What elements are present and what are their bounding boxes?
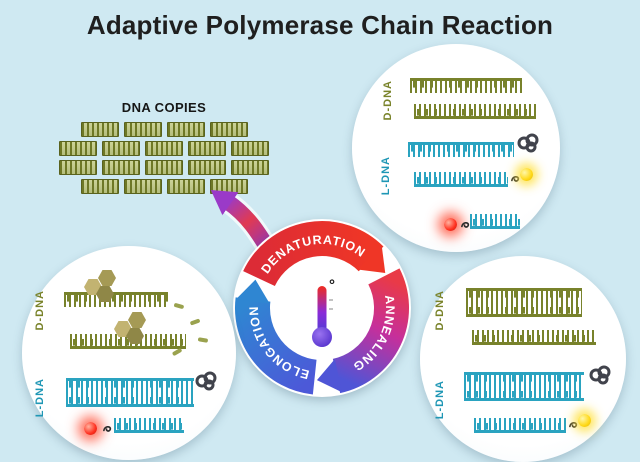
dna-copy-chip [209,179,248,194]
bubble-denaturation-state: D-DNA L-DNA [352,44,560,252]
dna-copy-chip [102,141,140,156]
l-dna-strand [470,214,520,229]
fluorophore-red-icon [444,218,457,231]
d-dna-strand [414,104,536,119]
dna-copies-row [59,141,269,156]
dna-copies-row [80,179,248,194]
thermometer-icon: ° [312,277,335,347]
d-dna-label: D-DNA [34,290,46,331]
dna-copy-chip [145,141,183,156]
l-dna-label: L-DNA [434,380,446,420]
free-nucleotide-icon [189,318,201,326]
dna-copies-block: DNA COPIES [55,100,273,194]
quencher-curl-icon [510,170,521,182]
d-dna-label: D-DNA [382,80,394,121]
dna-copy-chip [102,160,140,175]
l-dna-strand [114,418,184,433]
quencher-curl-icon [568,416,579,428]
quencher-curl-icon [460,216,471,228]
dna-copies-label: DNA COPIES [121,100,207,115]
dna-copy-chip [145,160,183,175]
fluorophore-yellow-icon [520,168,533,181]
dna-copies-grid [55,122,273,194]
denaturation-arc [243,221,386,287]
monomer-hexagon-icon [114,312,156,348]
dna-copy-chip [123,179,162,194]
dna-copy-chip [188,160,226,175]
l-dna-strand [66,392,194,407]
d-dna-strand [466,302,582,317]
dna-copies-row [80,122,248,137]
d-dna-strand [466,288,582,303]
dna-copy-chip [59,141,97,156]
d-dna-strand [472,330,596,345]
polymerase-knot-icon [588,364,614,386]
polymerase-knot-icon [516,132,542,154]
page-title: Adaptive Polymerase Chain Reaction [86,10,554,40]
dna-copy-chip [231,160,269,175]
pcr-cycle-ring: DENATURATION ANNEALING ELONGATION ° [233,219,411,397]
l-dna-strand [464,386,584,401]
dna-copy-chip [231,141,269,156]
bubble-elongation-state: D-DNA L-DNA [22,246,236,460]
bubble-annealing-state: D-DNA L-DNA [420,256,626,462]
degree-symbol: ° [329,277,335,294]
l-dna-label: L-DNA [34,378,46,418]
dna-copy-chip [80,179,119,194]
elongation-arc [235,279,318,395]
annealing-arc [316,268,409,394]
dna-copy-chip [123,122,162,137]
dna-copy-chip [59,160,97,175]
free-nucleotide-icon [197,337,209,343]
polymerase-knot-icon [194,370,220,392]
monomer-hexagon-icon [84,270,126,306]
quencher-curl-icon [102,420,113,432]
d-dna-label: D-DNA [434,290,446,331]
dna-copy-chip [209,122,248,137]
l-dna-strand [66,378,194,393]
d-dna-strand [70,334,186,349]
dna-copy-chip [188,141,226,156]
d-dna-strand [64,292,168,307]
free-nucleotide-icon [173,302,185,309]
d-dna-strand [410,78,522,93]
dna-copies-row [59,160,269,175]
l-dna-strand [464,372,584,387]
l-dna-strand [408,142,514,157]
dna-copy-chip [166,122,205,137]
l-dna-label: L-DNA [380,156,392,196]
fluorophore-red-icon [84,422,97,435]
dna-copy-chip [80,122,119,137]
fluorophore-yellow-icon [578,414,591,427]
l-dna-strand [474,418,566,433]
dna-copy-chip [166,179,205,194]
l-dna-strand [414,172,508,187]
